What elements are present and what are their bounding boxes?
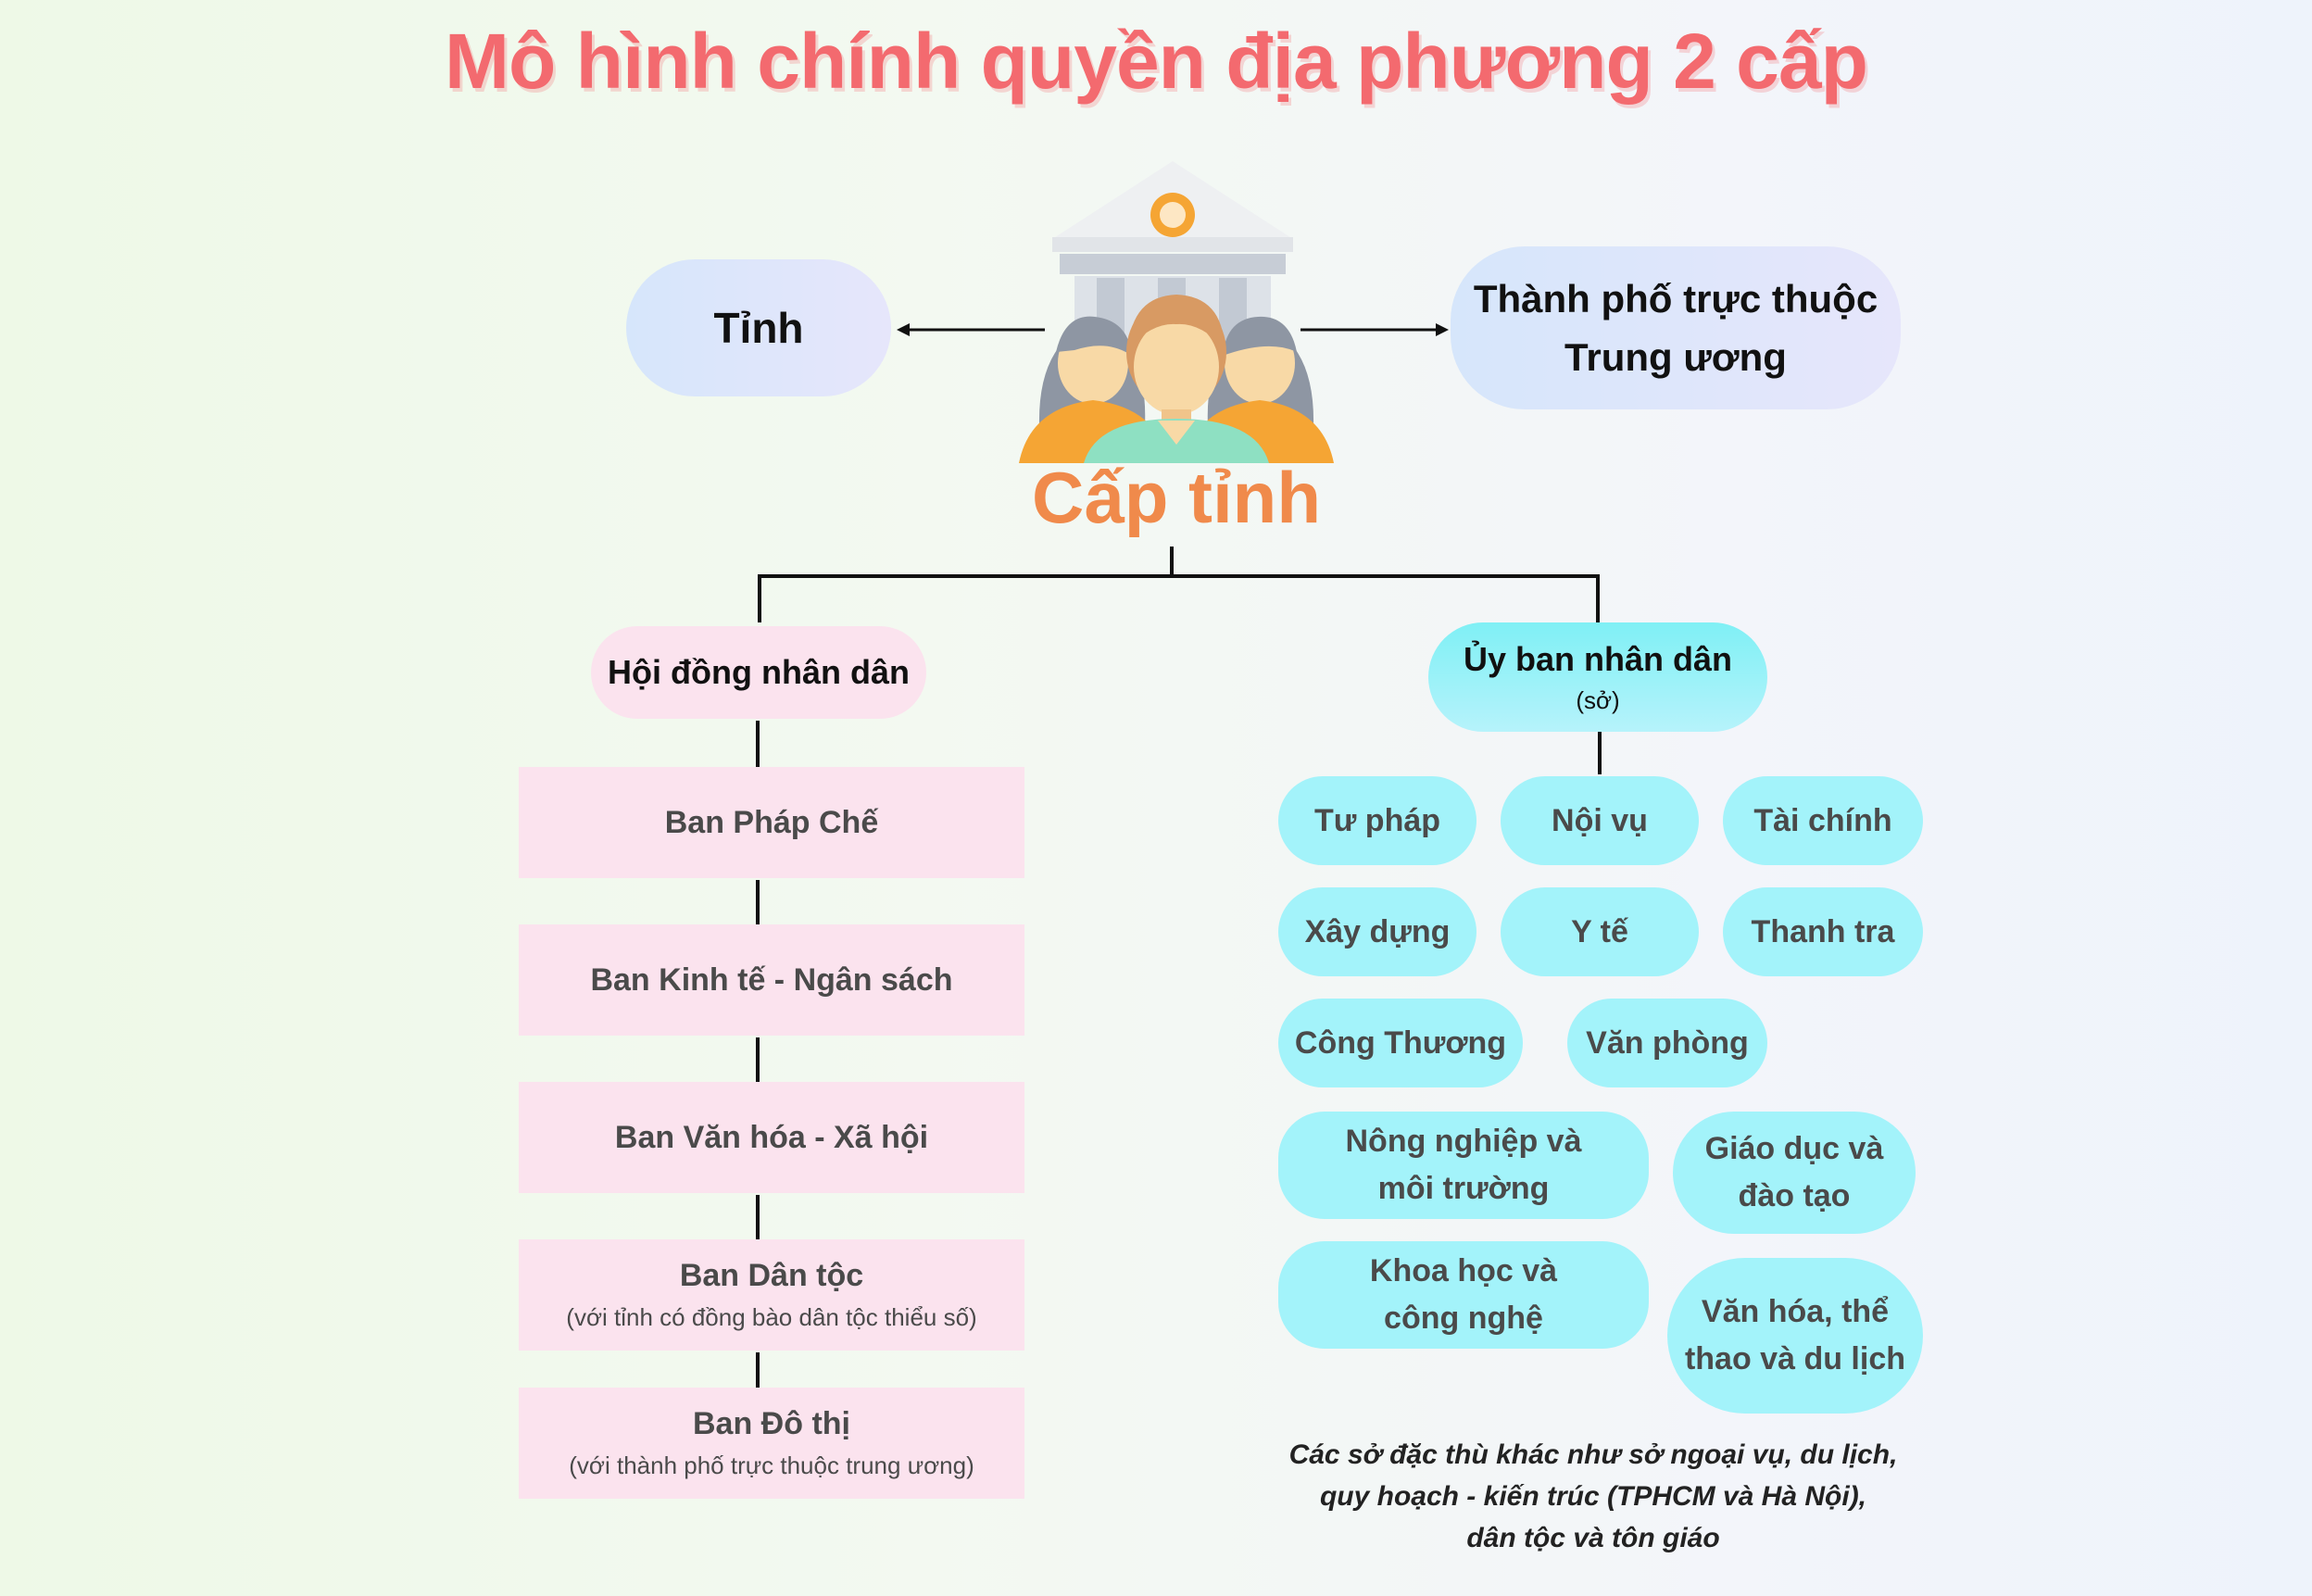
board-ethnic: Ban Dân tộc (với tỉnh có đồng bào dân tộ… [519,1239,1024,1351]
dept-justice: Tư pháp [1278,776,1476,865]
board-culture-society-label: Ban Văn hóa - Xã hội [614,1119,929,1155]
central-city-label-line1: Thành phố trực thuộc [1473,277,1878,320]
connector-council-4 [756,1195,760,1239]
peoples-committee-title: Ủy ban nhân dân [1463,639,1733,678]
board-urban-label: Ban Đô thị [693,1406,850,1441]
board-economy-budget: Ban Kinh tế - Ngân sách [519,924,1024,1036]
connector-council-5 [756,1352,760,1388]
footnote: Các sở đặc thù khác như sở ngoại vụ, du … [1232,1434,1954,1559]
board-urban-note: (với thành phố trực thuộc trung ương) [569,1451,974,1479]
footnote-line3: dân tộc và tôn giáo [1466,1523,1720,1553]
footnote-line2: quy hoạch - kiến trúc (TPHCM và Hà Nội), [1319,1481,1867,1512]
board-culture-society: Ban Văn hóa - Xã hội [519,1082,1024,1193]
connector-committee [1598,732,1602,774]
dept-finance: Tài chính [1723,776,1923,865]
dept-industry-trade: Công Thương [1278,999,1523,1087]
connector-council-1 [756,721,760,767]
board-legal-label: Ban Pháp Chế [664,804,879,840]
dept-home-affairs: Nội vụ [1501,776,1699,865]
province-node: Tỉnh [626,259,891,396]
board-ethnic-label: Ban Dân tộc [679,1258,864,1293]
board-urban: Ban Đô thị (với thành phố trực thuộc tru… [519,1388,1024,1499]
dept-construction: Xây dựng [1278,887,1476,976]
board-economy-budget-label: Ban Kinh tế - Ngân sách [590,961,953,998]
level-label: Cấp tỉnh [1032,457,1321,538]
connector-council-3 [756,1037,760,1082]
dept-inspection: Thanh tra [1723,887,1923,976]
arrow-to-province [897,323,1045,336]
footnote-line1: Các sở đặc thù khác như sở ngoại vụ, du … [1288,1439,1898,1470]
connector-council-2 [756,880,760,924]
central-city-node: Thành phố trực thuộc Trung ương [1451,246,1901,409]
government-people-icon [1019,161,1334,463]
peoples-committee-node: Ủy ban nhân dân (sở) [1428,622,1767,732]
connector-root [1170,547,1174,576]
connector-horizontal [758,574,1600,578]
peoples-council-node: Hội đồng nhân dân [591,626,926,719]
arrow-to-central-city [1300,323,1449,336]
peoples-committee-subtitle: (sở) [1576,685,1620,714]
dept-health: Y tế [1501,887,1699,976]
connector-left-drop [758,574,761,622]
dept-office: Văn phòng [1567,999,1767,1087]
peoples-council-title: Hội đồng nhân dân [608,653,910,691]
connector-right-drop [1596,574,1600,622]
board-legal: Ban Pháp Chế [519,767,1024,878]
province-label: Tỉnh [713,304,804,352]
central-city-label-line2: Trung ương [1564,335,1787,379]
board-ethnic-note: (với tỉnh có đồng bào dân tộc thiểu số) [566,1303,977,1331]
page-title: Mô hình chính quyền địa phương 2 cấp [445,18,1868,105]
